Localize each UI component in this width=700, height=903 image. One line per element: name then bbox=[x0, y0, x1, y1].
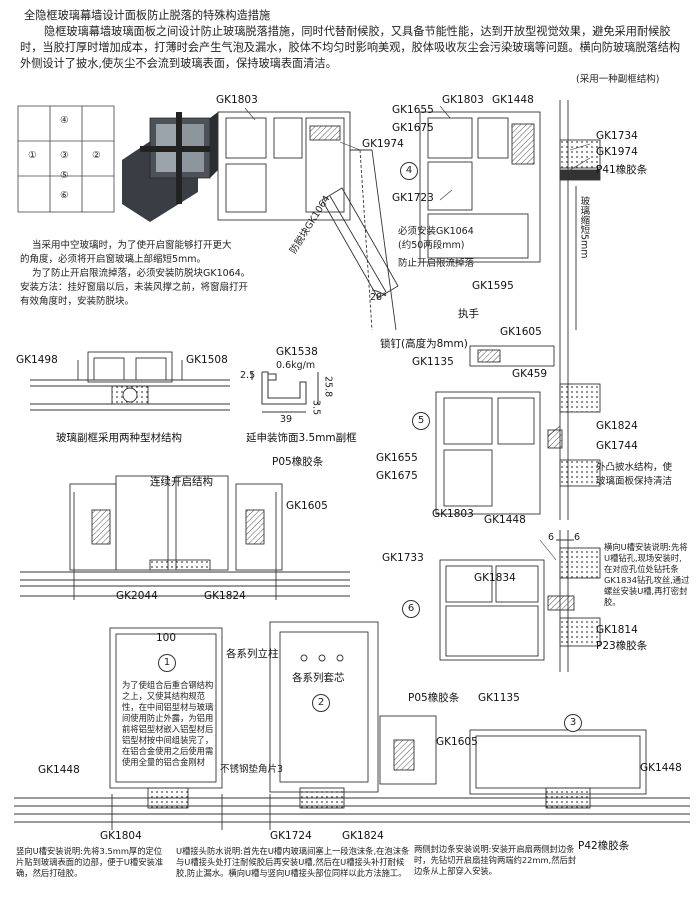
d4-label-gk1974b: GK1974 bbox=[596, 146, 638, 158]
gk1538-dim-2-5: 2.5 bbox=[240, 370, 256, 381]
detail-3-number: 3 bbox=[564, 714, 582, 732]
d5-side-note-1: 外凸披水结构，使 bbox=[596, 462, 673, 473]
intro-title: 全隐框玻璃幕墙设计面板防止脱落的特殊构造措施 bbox=[24, 9, 271, 22]
panel-grid-diagram bbox=[17, 105, 115, 213]
gk1538-profile bbox=[251, 371, 319, 413]
detail-2-number: 2 bbox=[312, 694, 330, 712]
gk1538-weight: 0.6kg/m bbox=[276, 360, 316, 371]
d5-label-gk1135: GK1135 bbox=[412, 356, 454, 368]
d5-side-note-2: 玻璃面板保持清洁 bbox=[596, 476, 673, 487]
detail-5-number: 5 bbox=[412, 412, 430, 430]
d5-label-gk459: GK459 bbox=[512, 368, 548, 380]
subframe-label-gk1508: GK1508 bbox=[186, 354, 228, 366]
d1-strip: 不锈钢垫角片3 bbox=[220, 764, 284, 775]
d4-note-2: (约50两段mm) bbox=[398, 240, 465, 251]
grid-num-5: ⑤ bbox=[60, 170, 69, 181]
d4-label-gk1803b: GK1803 bbox=[442, 94, 484, 106]
d4-note-3: 防止开启限流掉落 bbox=[398, 258, 475, 269]
subframe-caption: 玻璃副框采用两种型材结构 bbox=[56, 432, 182, 444]
detail-1-number: 1 bbox=[158, 654, 176, 672]
bottom-section-drawing bbox=[14, 621, 690, 830]
d5-label-gk1744: GK1744 bbox=[596, 440, 638, 452]
d4-label-gk1448: GK1448 bbox=[492, 94, 534, 106]
grid-num-4: ④ bbox=[60, 115, 69, 126]
d5-label-gk1655: GK1655 bbox=[376, 452, 418, 464]
cont-label-gk1605: GK1605 bbox=[286, 500, 328, 512]
d4-label-p41: P41橡胶条 bbox=[596, 164, 648, 176]
cont-label-gk1824: GK1824 bbox=[204, 590, 246, 602]
d5-label-handle: 执手 bbox=[458, 308, 479, 320]
d4-label-gk1675: GK1675 bbox=[392, 122, 434, 134]
intro-block: 全隐框玻璃幕墙设计面板防止脱落的特殊构造措施 隐框玻璃幕墙玻璃面板之间设计防止玻… bbox=[20, 8, 688, 72]
gk1538-dim-3-5: 3.5 bbox=[310, 400, 322, 416]
d3-label-p05: P05橡胶条 bbox=[408, 692, 460, 704]
d3-bottom-note: 两侧封边条安装说明:安装开启扇两侧封边条时，先钻切开启扇挂钩两端约22mm,然后… bbox=[414, 844, 577, 876]
d6-label-gk1834: GK1834 bbox=[474, 572, 516, 584]
grid-num-2: ② bbox=[92, 150, 101, 161]
d5-label-gk1803: GK1803 bbox=[432, 508, 474, 520]
d2-label-gk1724: GK1724 bbox=[270, 830, 312, 842]
d4-vert-text: 玻璃缩短5mm bbox=[578, 196, 590, 259]
cont-label-title: 连续开启结构 bbox=[150, 476, 213, 488]
d5-label-lockpin: 锁钉(高度为8mm) bbox=[380, 338, 468, 350]
detail-6-number: 6 bbox=[402, 600, 420, 618]
d1-note: 为了使组合后重合钢结构之上，又使其结构规范性，在中间铝型材与玻璃间使用防止外露，… bbox=[122, 680, 214, 767]
gk1538-dim-25-8: 25.8 bbox=[322, 376, 334, 398]
d1-dim-100: 100 bbox=[156, 632, 177, 644]
detail-6-drawing bbox=[439, 530, 601, 672]
left-note-2: 的角度，必须将开启窗玻璃上部缩短5mm。 bbox=[20, 254, 207, 265]
left-note-5: 有效角度时，安装防脱块。 bbox=[20, 296, 135, 307]
d6-label-gk1733: GK1733 bbox=[382, 552, 424, 564]
d2-series: 各系列套芯 bbox=[292, 672, 345, 684]
d1-bottom-note: 竖向U槽安装说明:先将3.5mm厚的定位片贴到玻璃表面的边部，便于U槽安装准确，… bbox=[16, 846, 164, 878]
gk1538-dim-39: 39 bbox=[280, 414, 293, 425]
d4-note-1: 必须安装GK1064 bbox=[398, 226, 474, 237]
cont-label-gk2044: GK2044 bbox=[116, 590, 158, 602]
left-note-1: 当采用中空玻璃时，为了使开启窗能够打开更大 bbox=[32, 240, 232, 251]
d1-series: 各系列立柱 bbox=[226, 648, 279, 660]
subframe-label-gk1498: GK1498 bbox=[16, 354, 58, 366]
d5-label-gk1448: GK1448 bbox=[484, 514, 526, 526]
d6-note: 横向U槽安装说明:先将U槽钻孔,现场安装时,在对应孔位处钻托条GK1834钻孔攻… bbox=[604, 542, 690, 607]
d5-label-gk1605: GK1605 bbox=[500, 326, 542, 338]
gk1538-caption: 延申装饰面3.5mm副框 bbox=[246, 432, 357, 444]
gk1538-name: GK1538 bbox=[276, 346, 318, 358]
d4-label-gk1803a: GK1803 bbox=[216, 94, 258, 106]
intro-note: (采用一种副框结构) bbox=[576, 74, 660, 85]
detail-5-drawing bbox=[435, 330, 601, 520]
d2-bottom-note: U槽接头防水说明:首先在U槽内玻璃间塞上一段泡沫条,在泡沫条与U槽接头处打注耐候… bbox=[176, 846, 410, 878]
detail-4-number: 4 bbox=[400, 162, 418, 180]
grid-num-3: ③ bbox=[60, 150, 69, 161]
d3-label-gk1135: GK1135 bbox=[478, 692, 520, 704]
d2-label-gk1824: GK1824 bbox=[342, 830, 384, 842]
d3-label-gk1605: GK1605 bbox=[436, 736, 478, 748]
d6-dim-b: 6 bbox=[574, 532, 581, 543]
d4-label-gk1734: GK1734 bbox=[596, 130, 638, 142]
d1-label-gk1804: GK1804 bbox=[100, 830, 142, 842]
intro-paragraph: 隐框玻璃幕墙玻璃面板之间设计防止玻璃脱落措施，同时代替耐候胶，又具备节能性能，达… bbox=[20, 25, 681, 70]
d5-label-gk1824: GK1824 bbox=[596, 420, 638, 432]
d6-label-gk1814: GK1814 bbox=[596, 624, 638, 636]
grid-num-6: ⑥ bbox=[60, 190, 69, 201]
d4-label-gk1974a: GK1974 bbox=[362, 138, 404, 150]
mullion-3d-image bbox=[122, 112, 218, 222]
d4-label-gk1595: GK1595 bbox=[472, 280, 514, 292]
d1-label-gk1448: GK1448 bbox=[38, 764, 80, 776]
d6-label-p23: P23橡胶条 bbox=[596, 640, 648, 652]
left-note-4: 安装方法：挂好窗扇以后，未装风撑之前，将窗扇打开 bbox=[20, 282, 249, 293]
d6-dim-a: 6 bbox=[548, 532, 555, 543]
d3-label-gk1448: GK1448 bbox=[640, 762, 682, 774]
d3-label-p42: P42橡胶条 bbox=[578, 840, 630, 852]
cont-label-p05: P05橡胶条 bbox=[272, 456, 324, 468]
d4-label-gk1655: GK1655 bbox=[392, 104, 434, 116]
continuous-opening-drawing bbox=[20, 475, 350, 600]
leader-lines bbox=[244, 105, 591, 561]
left-note-3: 为了防止开启限流掉落，必须安装防脱块GK1064。 bbox=[32, 268, 251, 279]
grid-num-1: ① bbox=[28, 150, 37, 161]
subframe-drawing bbox=[30, 351, 230, 411]
d5-label-gk1675: GK1675 bbox=[376, 470, 418, 482]
d4-label-gk1723: GK1723 bbox=[392, 192, 434, 204]
d4-angle: 28° bbox=[370, 292, 387, 303]
